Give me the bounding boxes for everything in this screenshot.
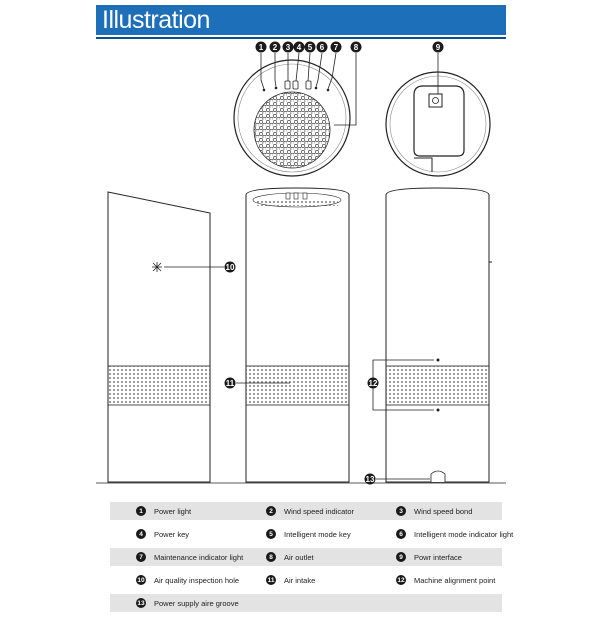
bottom-view: 9 [385, 41, 491, 177]
inspection-hole-icon [152, 262, 162, 272]
svg-text:9: 9 [436, 43, 441, 52]
svg-text:4: 4 [297, 43, 302, 52]
air-intake-mesh [245, 365, 350, 406]
svg-text:10: 10 [226, 263, 235, 272]
svg-text:11: 11 [226, 379, 235, 388]
svg-text:13: 13 [366, 475, 375, 484]
svg-text:5: 5 [308, 43, 313, 52]
power-supply-groove [430, 470, 446, 482]
page-title: Illustration [102, 6, 210, 34]
svg-text:6: 6 [320, 43, 325, 52]
title-banner: Illustration [96, 5, 506, 37]
callouts-top: 1 2 3 4 5 6 7 8 [255, 41, 362, 53]
back-view: 12 13 [364, 187, 492, 485]
front-view: 11 [224, 187, 350, 483]
svg-text:8: 8 [354, 43, 359, 52]
side-view-left: 10 [107, 191, 236, 483]
svg-text:1: 1 [259, 43, 264, 52]
product-diagram: 1 2 3 4 5 6 7 8 9 10 [96, 41, 506, 485]
svg-text:7: 7 [334, 43, 339, 52]
svg-text:12: 12 [369, 379, 378, 388]
top-view [233, 52, 357, 177]
svg-text:2: 2 [273, 43, 278, 52]
air-outlet-grille [254, 92, 330, 168]
svg-text:3: 3 [286, 43, 291, 52]
